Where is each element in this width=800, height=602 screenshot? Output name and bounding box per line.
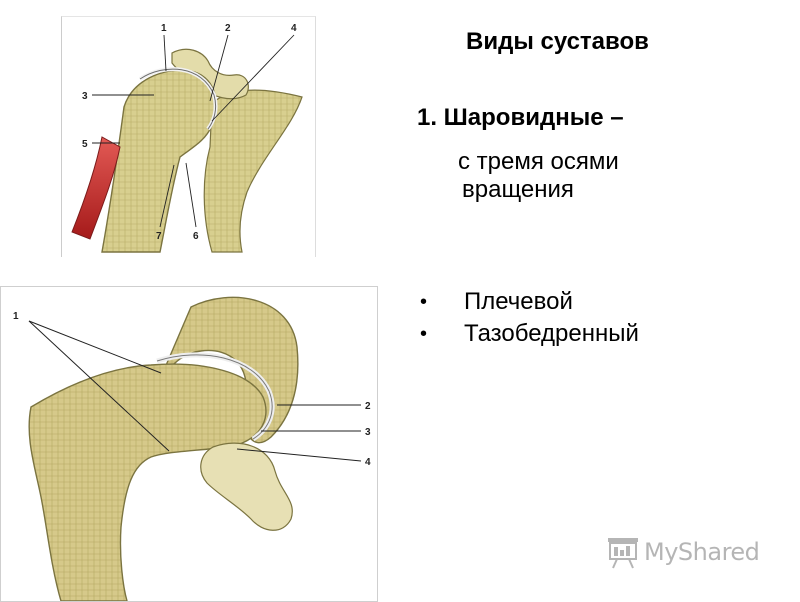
figure-top-label-4: 4 <box>291 23 297 34</box>
description-line-2: вращения <box>462 176 574 203</box>
joint-type-heading: 1. Шаровидные – <box>417 104 624 131</box>
hip-joint-illustration: 1 2 3 4 <box>13 296 371 601</box>
figure-top-label-6: 6 <box>193 231 199 242</box>
shoulder-joint-illustration: 1 2 4 3 5 7 6 <box>71 23 303 253</box>
joint-examples-list: • Плечевой • Тазобедренный <box>420 286 639 350</box>
figure-bottom-label-4: 4 <box>365 457 371 468</box>
bullet-icon: • <box>420 291 428 313</box>
slide-title: Виды суставов <box>466 28 649 55</box>
watermark: MyShared <box>606 535 760 569</box>
figure-bottom-label-1: 1 <box>13 311 19 322</box>
figure-top-label-3: 3 <box>82 91 88 102</box>
figure-top-label-1: 1 <box>161 23 167 34</box>
hip-joint-figure: 1 2 3 4 <box>0 286 378 602</box>
list-item-label: Тазобедренный <box>464 320 639 347</box>
list-item-label: Плечевой <box>464 288 573 315</box>
figure-top-label-7: 7 <box>156 231 162 242</box>
watermark-brand: MyShared <box>644 538 760 566</box>
figure-bottom-label-3: 3 <box>365 427 371 438</box>
shoulder-joint-figure: 1 2 4 3 5 7 6 <box>61 16 316 257</box>
list-item: • Тазобедренный <box>420 318 639 350</box>
bullet-icon: • <box>420 323 428 345</box>
figure-top-label-2: 2 <box>225 23 231 34</box>
joint-type-description: с тремя осями вращения <box>458 148 698 204</box>
figure-top-label-5: 5 <box>82 139 88 150</box>
presentation-board-icon <box>608 538 638 569</box>
description-line-1: с тремя осями <box>458 148 619 175</box>
figure-bottom-label-2: 2 <box>365 401 371 412</box>
list-item: • Плечевой <box>420 286 639 318</box>
